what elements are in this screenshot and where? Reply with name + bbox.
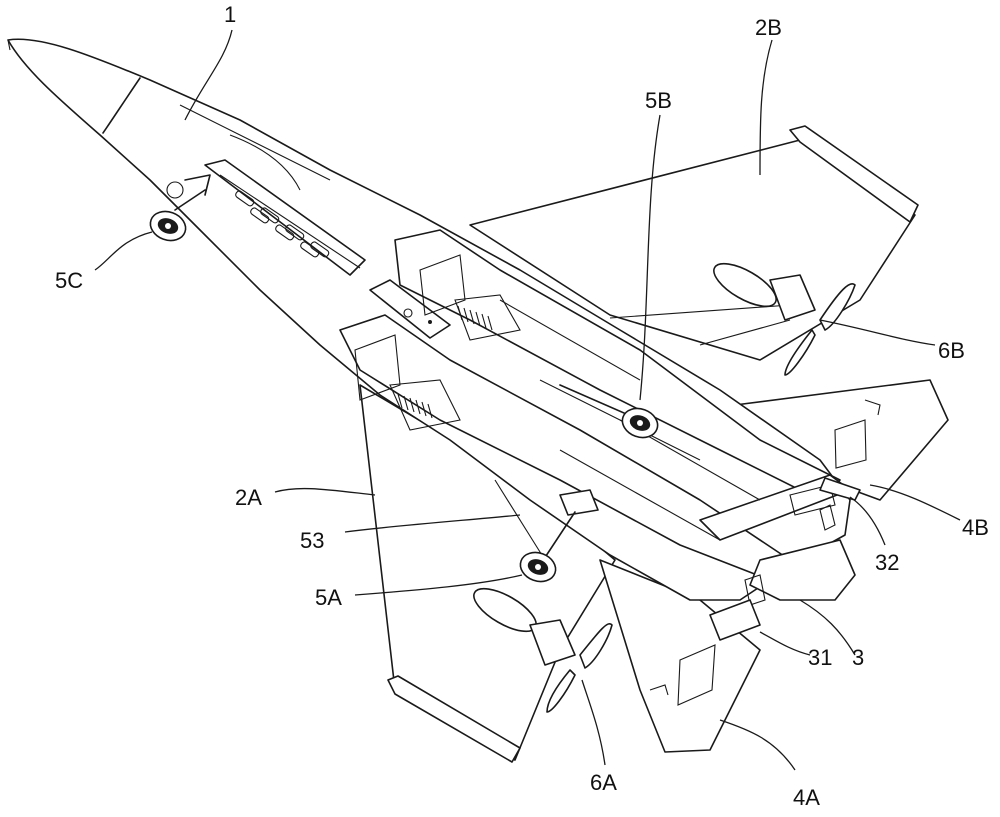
label-motor-right: 5B [645, 88, 672, 113]
label-tail-right: 4B [962, 515, 989, 540]
label-wing-right: 2B [755, 15, 782, 40]
label-motor-front: 5C [55, 268, 83, 293]
label-part-32: 32 [875, 550, 899, 575]
label-part-3: 3 [852, 645, 864, 670]
label-fuselage: 1 [224, 2, 236, 27]
label-motor-left: 5A [315, 585, 342, 610]
label-wing-left: 2A [235, 485, 262, 510]
label-prop-right: 6B [938, 338, 965, 363]
label-prop-left: 6A [590, 770, 617, 795]
label-tail-left: 4A [793, 785, 820, 810]
label-part-53: 53 [300, 528, 324, 553]
label-part-31: 31 [808, 645, 832, 670]
